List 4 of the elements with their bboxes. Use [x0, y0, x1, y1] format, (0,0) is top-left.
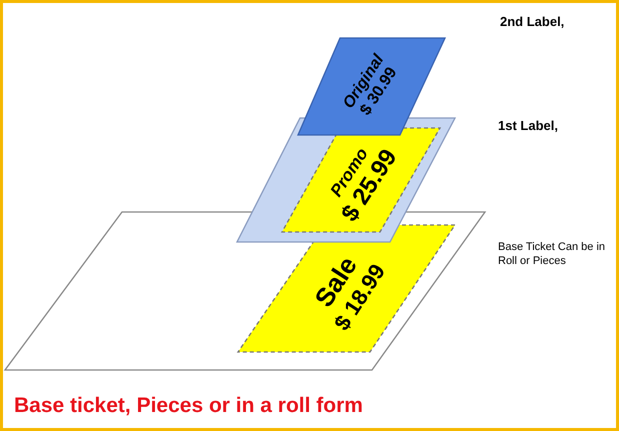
note-text: 2nd Label,	[500, 14, 564, 29]
note-text: Base Ticket Can be in Roll or Pieces	[498, 240, 606, 269]
note-text: 1st Label,	[498, 118, 558, 133]
caption: Base ticket, Pieces or in a roll form	[14, 394, 363, 418]
